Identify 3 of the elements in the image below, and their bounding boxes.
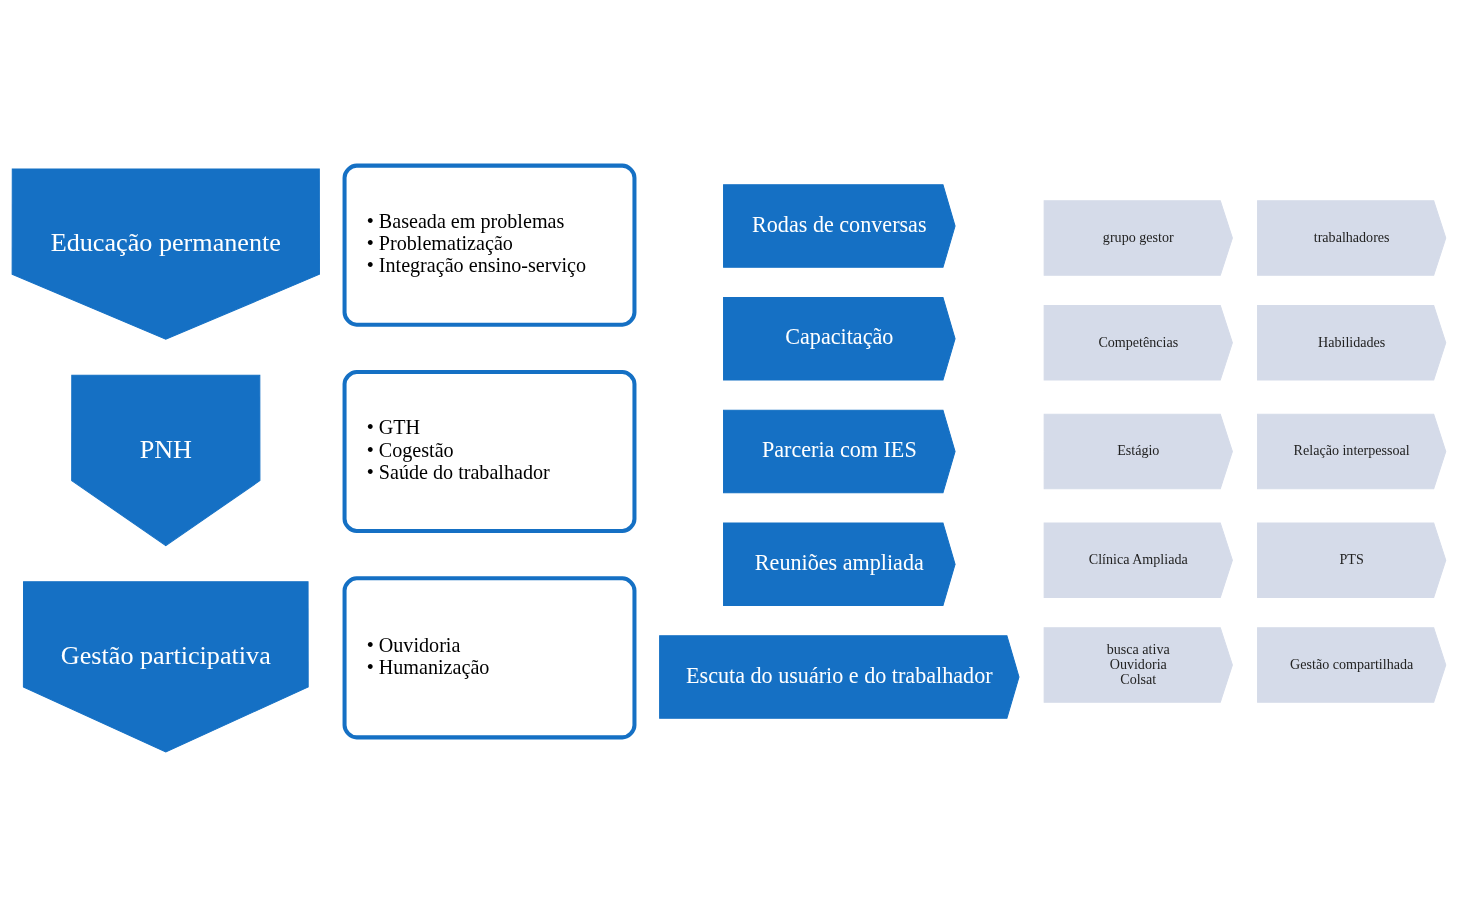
node-box: • Ouvidoria • Humanização (342, 575, 637, 739)
node-box: • Baseada em problemas • Problematização • Integração ensino-serviço (342, 163, 637, 327)
node-box: • GTH • Cogestão • Saúde do trabalhador (342, 369, 637, 533)
